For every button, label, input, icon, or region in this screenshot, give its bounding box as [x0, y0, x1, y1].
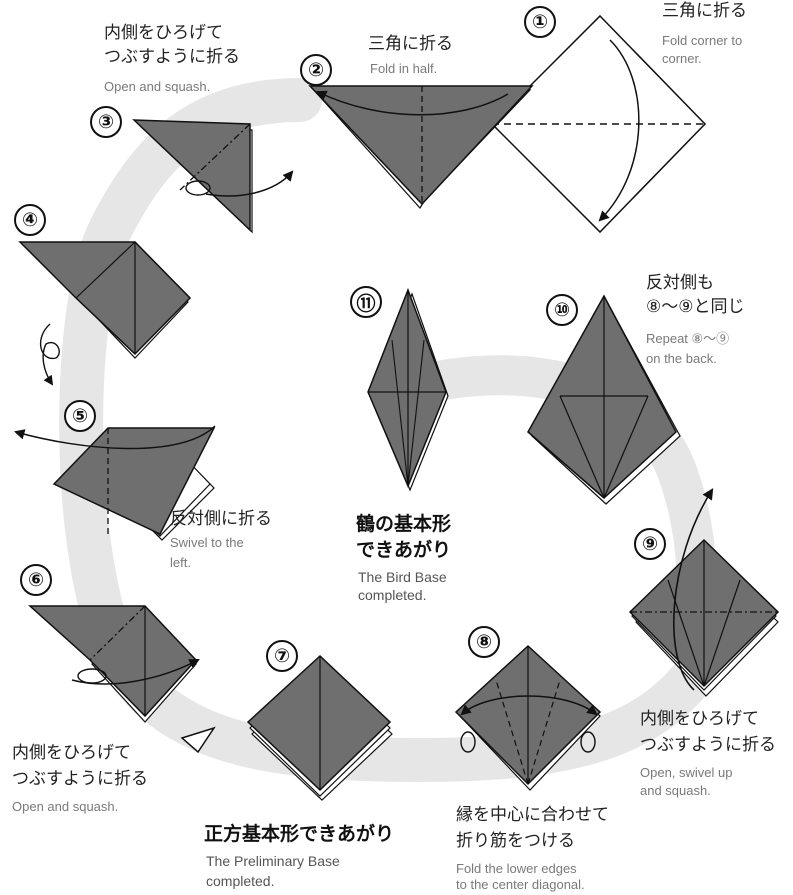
step9-caption-jp1: 内側をひろげて	[640, 708, 759, 731]
open-pocket-icon	[78, 669, 106, 683]
step10-caption-jp2: ⑧〜⑨と同じ	[646, 296, 744, 319]
step11-bird-base	[368, 290, 448, 490]
step11-caption-jp2: できあがり	[356, 538, 451, 563]
step-3-number: ③	[90, 106, 122, 138]
step9-caption-en1: Open, swivel up	[640, 764, 733, 781]
step9-caption-en2: and squash.	[640, 782, 711, 799]
step1-caption-jp: 三角に折る	[662, 0, 747, 23]
step-2-number: ②	[300, 54, 332, 86]
step8-caption-en2: to the center diagonal.	[456, 876, 585, 893]
step1-caption-en2: corner.	[662, 50, 702, 67]
step-10-number: ⑩	[546, 294, 578, 326]
step5-caption-en2: left.	[170, 554, 191, 571]
step5-caption-en1: Swivel to the	[170, 534, 244, 551]
step3-caption-jp1: 内側をひろげて	[104, 22, 223, 45]
step7-caption-en2: completed.	[206, 872, 274, 890]
step-4-number: ④	[14, 204, 46, 236]
step7-caption-en1: The Preliminary Base	[206, 852, 340, 870]
step6-caption-en1: Open and squash.	[12, 798, 118, 815]
step10-caption-en2: on the back.	[646, 350, 717, 367]
step8-caption-jp1: 縁を中心に合わせて	[456, 804, 609, 827]
step9-caption-jp2: つぶすように折る	[640, 734, 776, 757]
step5-caption-jp: 反対側に折る	[170, 508, 272, 531]
step3-caption-en1: Open and squash.	[104, 78, 210, 95]
step6-caption-jp1: 内側をひろげて	[12, 742, 131, 765]
step-1-number: ①	[524, 6, 556, 38]
step1-caption-en1: Fold corner to	[662, 32, 742, 49]
step6-caption-jp2: つぶすように折る	[12, 768, 148, 791]
step2-triangle	[310, 86, 532, 208]
step7-caption-jp: 正方基本形できあがり	[204, 822, 394, 847]
step-11-number: ⑪	[350, 286, 382, 318]
step3-caption-jp2: つぶすように折る	[104, 46, 240, 69]
step8-caption-jp2: 折り筋をつける	[456, 830, 575, 853]
step11-caption-en2: completed.	[358, 586, 426, 604]
step8-caption-en1: Fold the lower edges	[456, 860, 577, 877]
turn-over-arrow-icon	[41, 324, 60, 384]
step2-caption-en1: Fold in half.	[370, 60, 437, 77]
step-7-number: ⑦	[266, 640, 298, 672]
step11-caption-jp1: 鶴の基本形	[356, 512, 451, 537]
step10-caption-jp1: 反対側も	[646, 272, 714, 295]
step-9-number: ⑨	[634, 528, 666, 560]
step10-caption-en1: Repeat ⑧〜⑨	[646, 330, 729, 347]
step-6-number: ⑥	[20, 564, 52, 596]
step-8-number: ⑧	[468, 626, 500, 658]
step2-caption-jp: 三角に折る	[368, 33, 453, 56]
step-5-number: ⑤	[64, 400, 96, 432]
step11-caption-en1: The Bird Base	[358, 568, 447, 586]
